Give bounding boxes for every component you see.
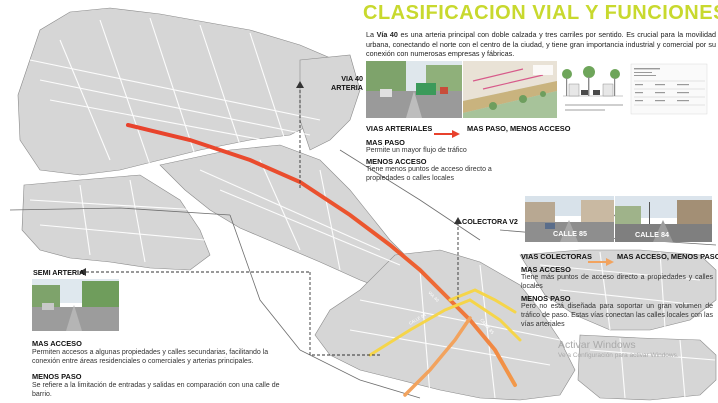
street-grid xyxy=(29,17,716,399)
semi-arteria-callout: SEMI ARTERIA xyxy=(33,268,85,277)
semi-less-pass-text: Se refiere a la limitación de entradas y… xyxy=(32,382,280,398)
render-street-section xyxy=(463,61,557,118)
arterial-roads-label: VIAS ARTERIALES xyxy=(366,124,433,133)
intro-rest: es una arteria principal con doble calza… xyxy=(366,30,716,59)
semi-less-pass-heading: MENOS PASO xyxy=(32,372,82,381)
intro-paragraph: La Vía 40 es una arteria principal con d… xyxy=(366,30,716,59)
collector-less-pass-heading: MENOS PASO xyxy=(521,294,571,303)
collector-lines xyxy=(368,288,522,357)
callout-arrow-head-via40 xyxy=(296,81,304,88)
activate-windows-subtitle: Ve a Configuración para activar Windows. xyxy=(558,352,679,359)
via-40-arterial-line xyxy=(126,123,517,387)
street-section-diagram xyxy=(559,60,711,118)
arterial-summary: MAS PASO, MENOS ACCESO xyxy=(467,124,571,133)
colectora-v2-callout: COLECTORA V2 xyxy=(462,217,518,226)
calle-84-caption: CALLE 84 xyxy=(635,230,669,239)
arterial-less-access-heading: MENOS ACCESO xyxy=(366,157,427,166)
arterial-more-pass-text: Permite un mayor flujo de tráfico xyxy=(366,147,467,154)
callout-arrow-head-colectora xyxy=(454,217,462,224)
photo-semi-arteria xyxy=(32,279,119,331)
semi-arterial-line xyxy=(403,316,472,397)
photo-calle-85: CALLE 85 xyxy=(525,196,614,242)
page-title: CLASIFICACION VIAL Y FUNCIONES xyxy=(363,2,718,24)
collector-less-pass-text: Pero no está diseñada para soportar un g… xyxy=(521,303,713,328)
via-40-callout: VIA 40 ARTERIA xyxy=(331,74,363,92)
via-40-callout-line2: ARTERIA xyxy=(331,83,363,92)
collector-summary: MAS ACCESO, MENOS PASO xyxy=(617,252,718,261)
arterial-more-pass-heading: MAS PASO xyxy=(366,138,405,147)
arterial-arrow-icon xyxy=(434,125,460,138)
callout-arrow-head-semi xyxy=(79,268,86,276)
intro-prefix: La xyxy=(366,30,377,39)
collector-more-access-text: Tiene más puntos de acceso directo a pro… xyxy=(521,274,713,290)
activate-windows-title: Activar Windows xyxy=(558,339,636,351)
semi-more-access-heading: MAS ACCESO xyxy=(32,339,82,348)
photo-calle-84: CALLE 84 xyxy=(615,196,712,242)
photo-via-40-road xyxy=(366,61,462,118)
calle-85-caption: CALLE 85 xyxy=(553,229,587,238)
collector-roads-label: VIAS COLECTORAS xyxy=(521,252,592,261)
semi-more-access-text: Permiten accesos a algunas propiedades y… xyxy=(32,349,269,365)
via-40-callout-line1: VIA 40 xyxy=(341,74,363,83)
intro-bold: Vía 40 xyxy=(376,30,398,39)
collector-arrow-icon xyxy=(588,253,614,266)
urban-blocks xyxy=(17,7,717,401)
collector-more-access-heading: MAS ACCESO xyxy=(521,265,571,274)
arterial-less-access-text: Tiene menos puntos de acceso directo a p… xyxy=(366,166,492,182)
callout-lines xyxy=(86,90,459,356)
